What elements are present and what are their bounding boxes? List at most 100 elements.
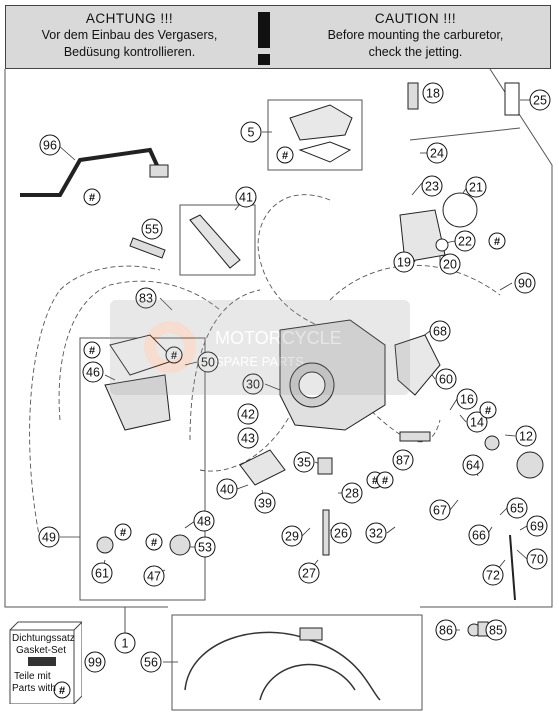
adjusting-rod-part	[509, 534, 516, 601]
part-label-56: 56	[140, 651, 162, 673]
part-label-circle	[194, 536, 216, 558]
part-label-number: 48	[197, 515, 211, 529]
part-label-number: 35	[297, 456, 311, 470]
part-label-circle	[506, 497, 528, 519]
part-label-number: 50	[201, 356, 215, 370]
part-label-circle	[468, 524, 490, 546]
gasket-marker-4: #	[488, 232, 506, 250]
part-label-circle	[216, 478, 238, 500]
part-label-circle	[515, 425, 537, 447]
part-label-circle	[293, 451, 315, 473]
part-label-number: 16	[460, 393, 474, 407]
part-label-49: 49	[38, 526, 60, 548]
part-label-99: 99	[84, 651, 106, 673]
part-label-67: 67	[429, 499, 451, 521]
part-label-number: 27	[302, 567, 316, 581]
push-rod-part	[407, 82, 419, 110]
part-label-number: 21	[469, 181, 483, 195]
part-label-circle	[393, 251, 415, 273]
part-label-number: 41	[239, 191, 253, 205]
gasket-marker-10: #	[376, 471, 394, 489]
svg-text:#: #	[494, 236, 500, 248]
part-label-circle	[456, 388, 478, 410]
float-bowl-part	[104, 374, 171, 431]
part-label-number: 56	[144, 656, 158, 670]
part-label-circle	[485, 619, 507, 641]
part-label-circle	[421, 175, 443, 197]
part-label-circle	[38, 526, 60, 548]
part-label-number: 49	[42, 531, 56, 545]
gasket-markers: ##########	[83, 146, 506, 551]
hose-connector-part	[299, 627, 323, 641]
float-bowl-screw-part	[169, 534, 191, 556]
float-part	[239, 449, 286, 486]
part-label-circle	[143, 565, 165, 587]
part-label-circle	[466, 411, 488, 433]
part-label-69: 69	[526, 515, 548, 537]
gasket-set-line2: Gasket-Set	[16, 645, 67, 656]
part-label-circle	[482, 564, 504, 586]
throttle-spring-part	[484, 435, 500, 451]
idle-screw-part	[129, 237, 166, 259]
part-label-12: 12	[515, 425, 537, 447]
part-label-circle	[529, 89, 551, 111]
part-label-18: 18	[422, 82, 444, 104]
part-label-32: 32	[365, 522, 387, 544]
part-label-circle	[114, 632, 136, 654]
part-label-41: 41	[235, 186, 257, 208]
gasket-marker-1: #	[83, 188, 101, 206]
part-label-number: 85	[489, 624, 503, 638]
warning-english: CAUTION !!! Before mounting the carburet…	[298, 10, 533, 61]
part-label-68: 68	[429, 320, 451, 342]
part-label-27: 27	[298, 562, 320, 584]
part-label-number: 30	[246, 378, 260, 392]
part-label-circle	[465, 176, 487, 198]
svg-text:#: #	[151, 537, 157, 549]
part-label-55: 55	[141, 218, 163, 240]
part-label-number: 68	[433, 325, 447, 339]
part-label-64: 64	[462, 454, 484, 476]
part-label-16: 16	[456, 388, 478, 410]
breather-hose-2-part	[259, 663, 356, 701]
part-label-39: 39	[254, 492, 276, 514]
part-label-number: 14	[470, 416, 484, 430]
part-label-circle	[439, 253, 461, 275]
part-label-number: 29	[285, 530, 299, 544]
float-bowl-gasket-part	[109, 334, 176, 376]
part-label-42: 42	[237, 403, 259, 425]
part-label-14: 14	[466, 411, 488, 433]
gasket-set-box: # Dichtungssatz Gasket-Set Teile mit Par…	[8, 620, 82, 704]
cover-group-box	[267, 99, 363, 171]
part-label-number: 32	[369, 527, 383, 541]
part-label-5: 5	[240, 121, 262, 143]
part-label-circle	[426, 142, 448, 164]
part-label-circle	[526, 515, 548, 537]
part-label-87: 87	[392, 449, 414, 471]
part-label-number: 40	[220, 483, 234, 497]
pump-rod-line	[409, 127, 521, 141]
part-label-number: 99	[88, 656, 102, 670]
gasket-marker-5: #	[479, 401, 497, 419]
part-label-number: 42	[241, 408, 255, 422]
svg-text:#: #	[382, 475, 388, 487]
part-label-circle	[237, 427, 259, 449]
part-label-number: 20	[443, 258, 457, 272]
part-label-number: 28	[345, 487, 359, 501]
throttle-shaft-part	[399, 431, 431, 442]
svg-text:#: #	[89, 345, 95, 357]
part-label-28: 28	[341, 482, 363, 504]
drain-plug-part	[96, 536, 114, 554]
part-label-circle	[454, 230, 476, 252]
part-label-53: 53	[194, 536, 216, 558]
carburetor-bore-inner	[298, 371, 326, 399]
part-label-circle	[281, 525, 303, 547]
part-label-circle	[193, 510, 215, 532]
part-label-43: 43	[237, 427, 259, 449]
part-label-circle	[84, 651, 106, 673]
part-label-circle	[365, 522, 387, 544]
throttle-wheel-part	[516, 451, 544, 479]
part-label-circle	[135, 287, 157, 309]
part-label-circle	[435, 368, 457, 390]
svg-text:#: #	[282, 150, 288, 162]
